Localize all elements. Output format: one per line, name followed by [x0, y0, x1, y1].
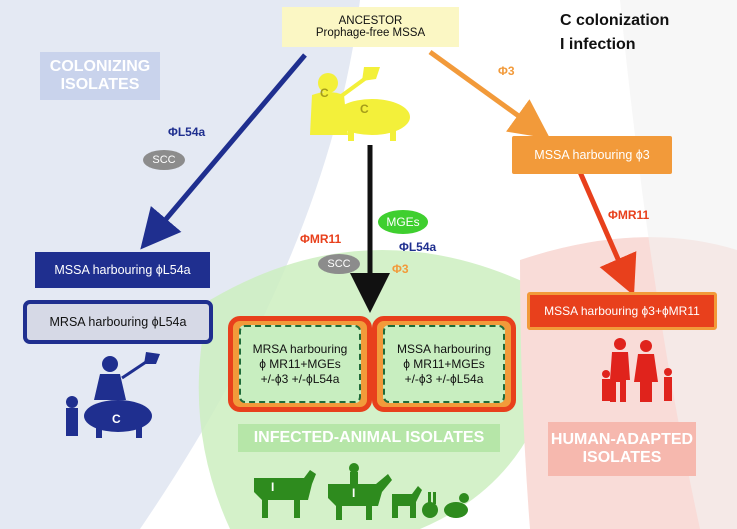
- ancestor-box: ANCESTOR Prophage-free MSSA: [282, 7, 459, 47]
- label-phil54a-left: ΦL54a: [168, 125, 206, 139]
- colonizing-line1: COLONIZING: [49, 58, 151, 75]
- legend-infection: I infection: [560, 36, 636, 53]
- mssa-center-line2: ϕ MR11+MGEs: [403, 356, 485, 371]
- mrsa-center-line3: +/-ϕ3 +/-ϕL54a: [260, 371, 340, 386]
- farmer-letter: C: [320, 86, 329, 100]
- mrsa-center-line1: MRSA harbouring: [252, 341, 348, 356]
- mssa-center-box: MSSA harbouring ϕ MR11+MGEs +/-ϕ3 +/-ϕL5…: [372, 316, 516, 412]
- scc-pill-left: SCC: [143, 150, 185, 170]
- rider-letter: C: [112, 412, 121, 426]
- mges-pill: MGEs: [378, 210, 428, 234]
- right-edge-region: [620, 0, 737, 529]
- human-adapted-line1: HUMAN-ADAPTED: [550, 431, 694, 448]
- arrow-to-mssa-l54a: [140, 53, 307, 250]
- label-phi3-center: Φ3: [392, 262, 409, 276]
- cattle-letter: I: [271, 480, 275, 494]
- label-phimr11-center: ΦMR11: [300, 232, 342, 246]
- ancestor-title: ANCESTOR: [338, 15, 403, 27]
- label-phimr11-right: ΦMR11: [608, 208, 650, 222]
- arrow-to-mssa-phi3: [428, 49, 551, 139]
- family-icon: [602, 338, 672, 402]
- label-phil54a-center: ΦL54a: [399, 240, 437, 254]
- pig-letter: C: [360, 102, 369, 116]
- rider-pig-icon: [66, 352, 160, 438]
- mrsa-l54a-box: MRSA harbouring ϕL54a: [23, 300, 213, 344]
- mssa-center-line1: MSSA harbouring: [396, 341, 492, 356]
- colonizing-line2: ISOLATES: [60, 76, 140, 93]
- animals-icon: [254, 463, 469, 520]
- mrsa-center-line2: ϕ MR11+MGEs: [259, 356, 341, 371]
- human-adapted-label: HUMAN-ADAPTED ISOLATES: [548, 422, 696, 476]
- infected-isolates-label: INFECTED-ANIMAL ISOLATES: [238, 424, 500, 452]
- mrsa-center-inner: MRSA harbouring ϕ MR11+MGEs +/-ϕ3 +/-ϕL5…: [239, 325, 361, 403]
- horse-letter: I: [352, 486, 356, 500]
- legend-colonization: C colonization: [560, 12, 670, 29]
- mssa-center-line3: +/-ϕ3 +/-ϕL54a: [404, 371, 484, 386]
- label-phi3-top: Φ3: [498, 64, 515, 78]
- mssa-phi3-mr11-box: MSSA harbouring ϕ3+ϕMR11: [527, 292, 717, 330]
- mssa-phi3-box: MSSA harbouring ϕ3: [512, 136, 672, 174]
- farmer-pig-icon: [310, 67, 410, 141]
- mrsa-center-box: MRSA harbouring ϕ MR11+MGEs +/-ϕ3 +/-ϕL5…: [228, 316, 372, 412]
- ancestor-subtitle: Prophage-free MSSA: [315, 27, 426, 39]
- arrow-to-mssa-phi3-mr11: [577, 171, 637, 296]
- mssa-center-inner: MSSA harbouring ϕ MR11+MGEs +/-ϕ3 +/-ϕL5…: [383, 325, 505, 403]
- mssa-l54a-box: MSSA harbouring ϕL54a: [35, 252, 210, 288]
- human-adapted-line2: ISOLATES: [582, 449, 662, 466]
- colonizing-isolates-label: COLONIZING ISOLATES: [40, 52, 160, 100]
- scc-pill-center: SCC: [318, 254, 360, 274]
